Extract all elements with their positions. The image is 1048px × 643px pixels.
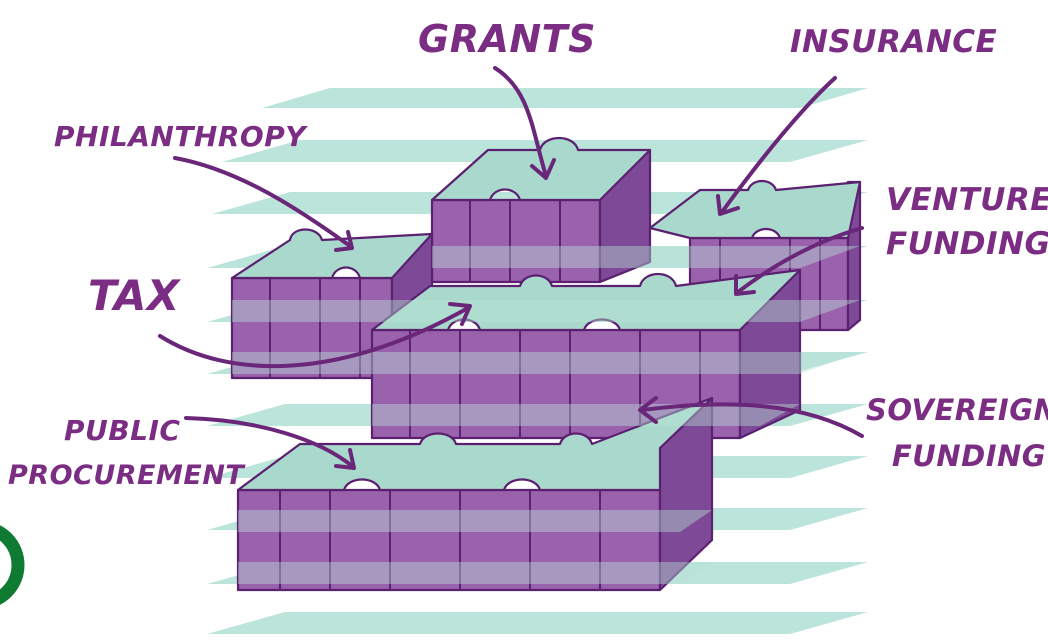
label-sovereign-line2: FUNDING [892, 439, 1046, 473]
teal-overlay-bands [232, 246, 860, 584]
label-sovereign-line1: SOVEREIGN [866, 393, 1048, 427]
label-philanthropy: PHILANTHROPY [54, 120, 308, 153]
arrowhead-philanthropy [334, 230, 354, 252]
arrow-philanthropy [173, 156, 352, 248]
label-public-line2: PROCUREMENT [8, 460, 246, 491]
label-grants: GRANTS [418, 17, 596, 61]
puzzle-piece-grants [430, 136, 652, 284]
label-insurance: INSURANCE [790, 24, 997, 60]
arrowhead-insurance [716, 194, 740, 216]
label-venture-line2: FUNDING [886, 226, 1048, 262]
arrow-grants [493, 66, 548, 178]
arrowhead-sovereign [638, 396, 658, 424]
arrow-venture [736, 226, 864, 294]
arrow-public-procurement [184, 416, 354, 468]
puzzle-stack [230, 136, 862, 592]
arrow-tax [158, 306, 470, 369]
arrowhead-venture [734, 274, 756, 296]
arrowhead-grants [530, 158, 556, 180]
label-venture-line1: VENTURE [886, 182, 1048, 218]
label-public-line1: PUBLIC [64, 414, 180, 447]
arrowhead-tax [448, 302, 472, 326]
arrow-sovereign [640, 402, 864, 438]
puzzle-piece-public-procurement [236, 396, 714, 592]
label-arrows [158, 66, 864, 470]
label-tax: TAX [88, 271, 182, 320]
arrowhead-public-procurement [334, 448, 356, 470]
arrow-insurance [720, 76, 837, 214]
green-logo-mark [0, 525, 25, 605]
funding-labels: GRANTS INSURANCE PHILANTHROPY VENTURE FU… [8, 17, 1048, 491]
